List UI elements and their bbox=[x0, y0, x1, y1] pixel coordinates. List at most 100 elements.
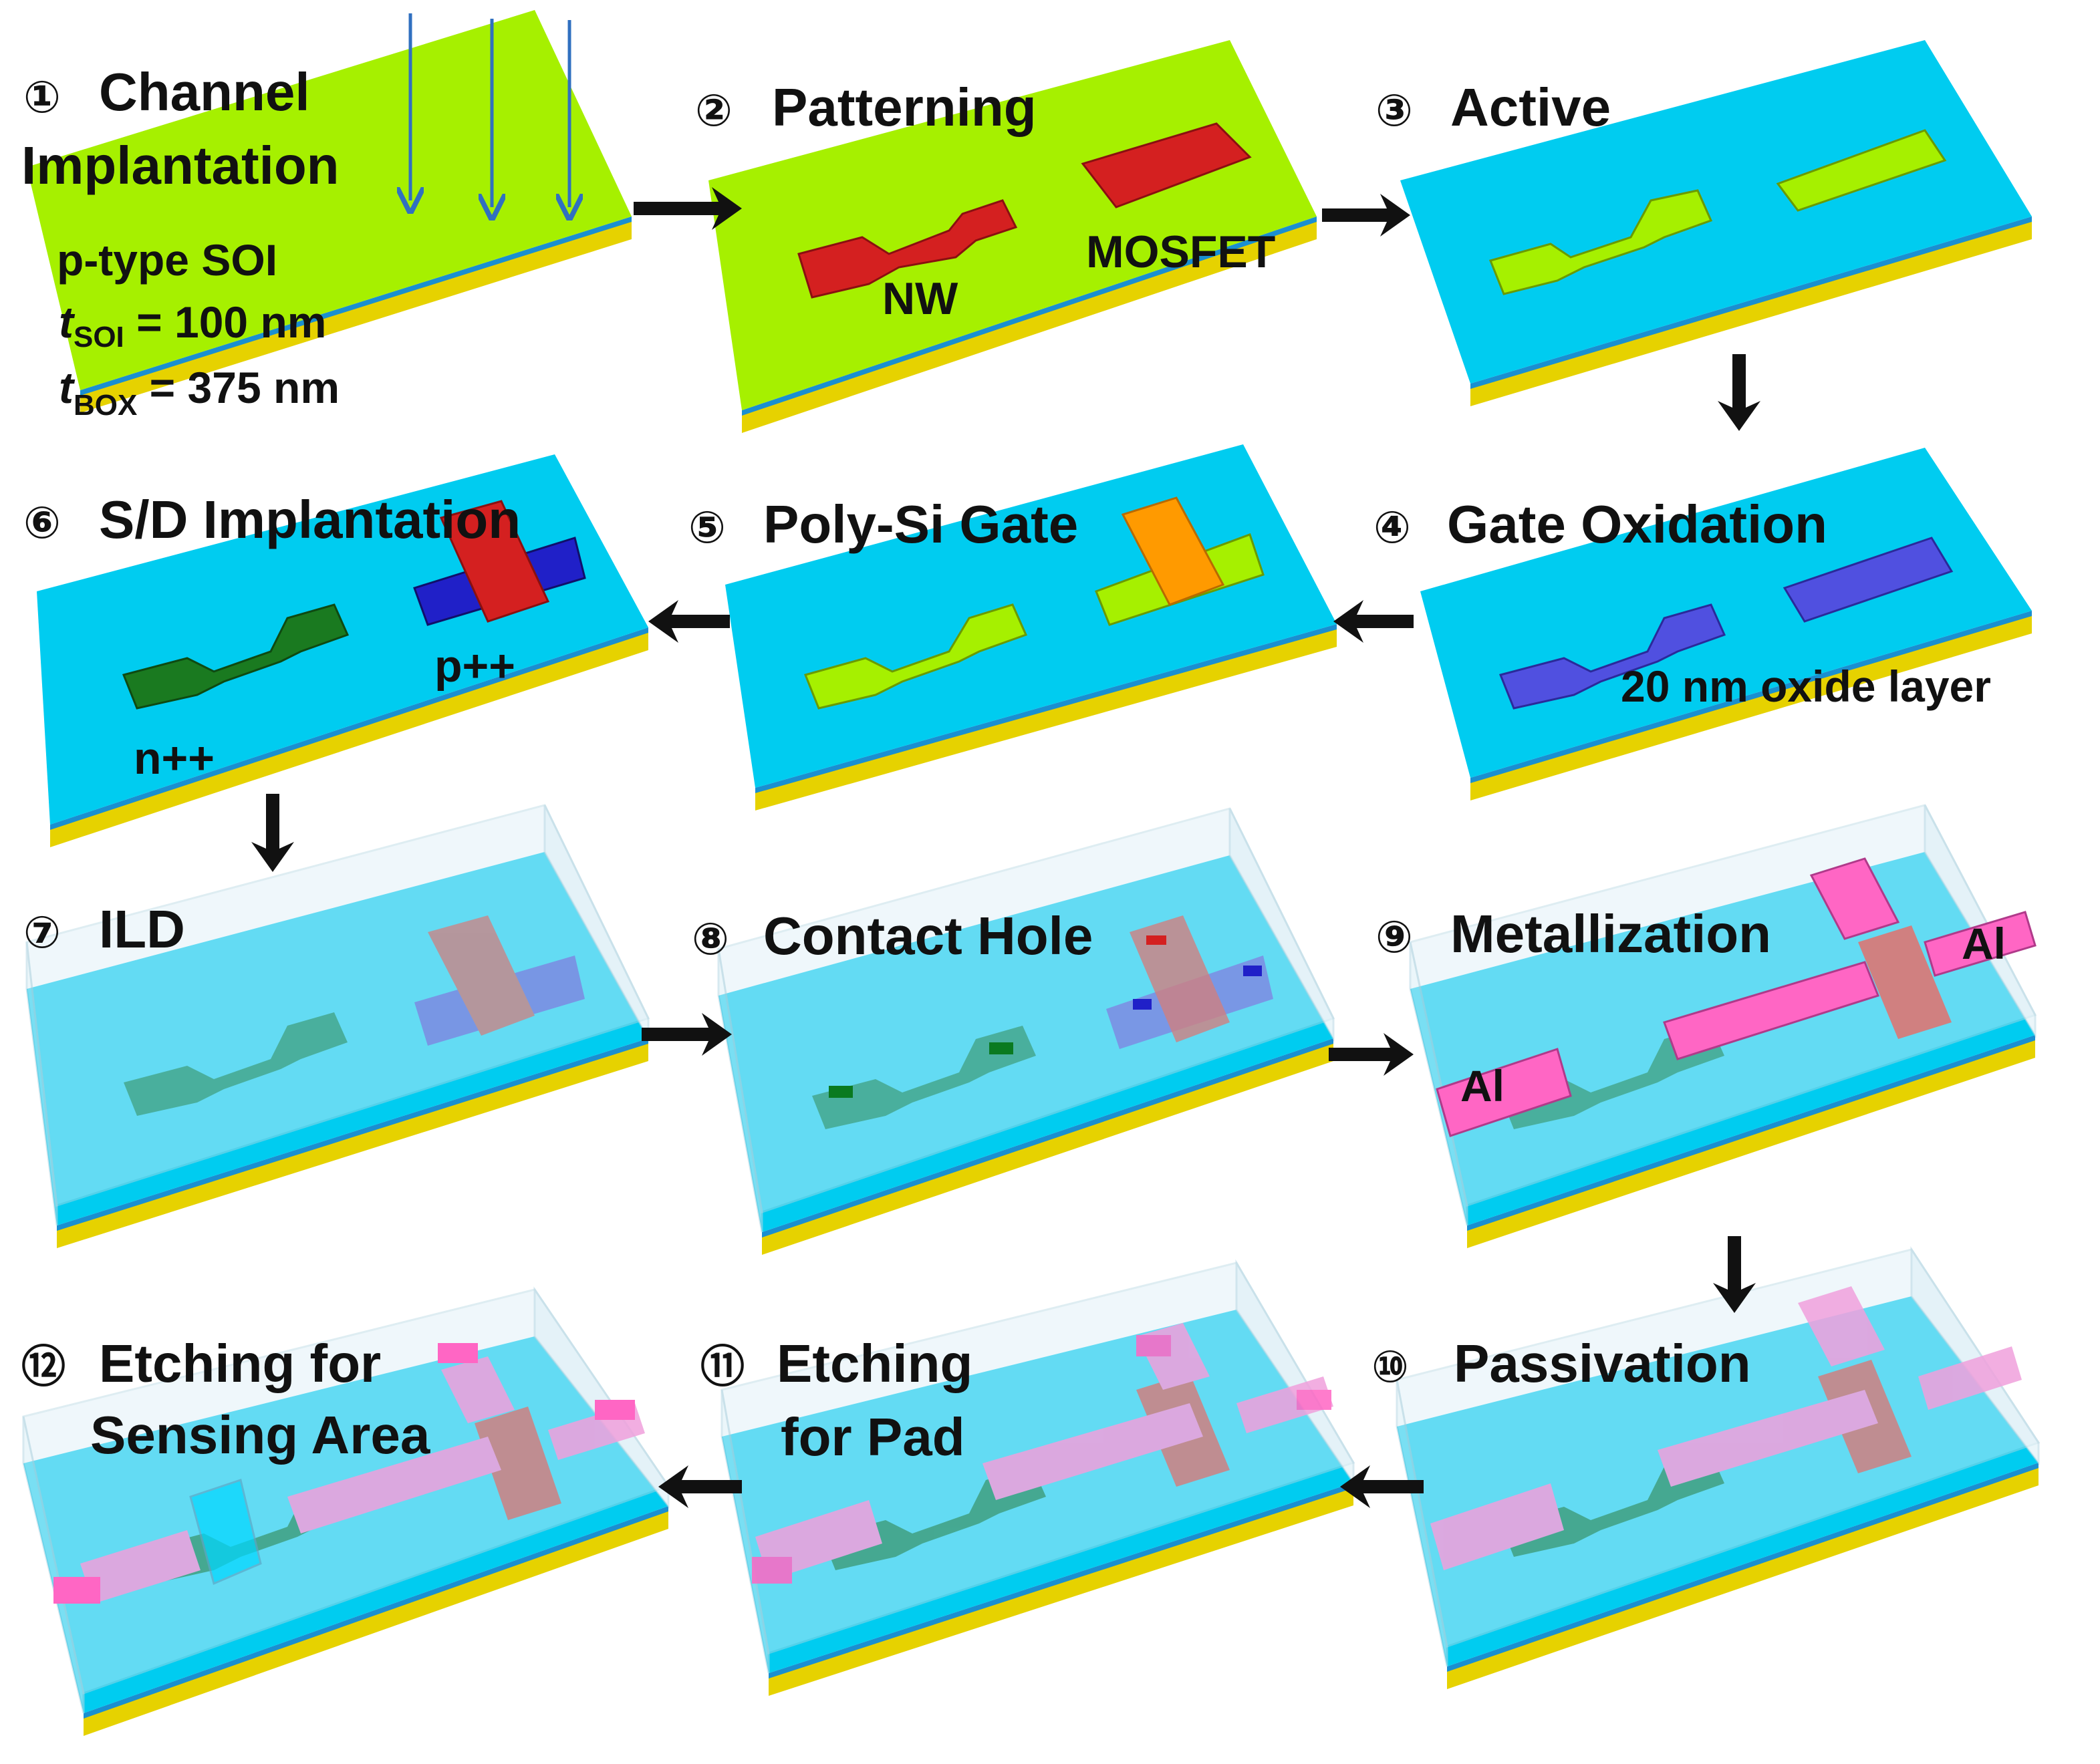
buried-oxide-layer bbox=[50, 627, 648, 830]
step-labels: ① Channel Implantation ② Patterning ③ Ac… bbox=[21, 62, 1827, 1467]
substrate-layer bbox=[755, 628, 1337, 811]
buried-oxide-layer bbox=[80, 216, 632, 396]
step-title: Contact Hole bbox=[763, 906, 1093, 966]
al-line-long bbox=[1663, 961, 1879, 1060]
mosfet-oxide bbox=[1783, 537, 1954, 623]
step-title: Passivation bbox=[1454, 1334, 1751, 1393]
poly-gate-doped bbox=[439, 500, 550, 623]
gate-under-ild bbox=[1858, 925, 1952, 1039]
step-number: ⑪ bbox=[700, 1342, 745, 1391]
nw-oxide bbox=[1498, 603, 1726, 710]
substrate-layer bbox=[80, 220, 632, 413]
nw-label: NW bbox=[882, 273, 958, 324]
sensing-window bbox=[189, 1479, 262, 1586]
stage9-metal bbox=[1436, 857, 2037, 1137]
nw-active bbox=[1488, 189, 1713, 295]
mosfet-label: MOSFET bbox=[1086, 227, 1275, 277]
t-soi-label: tSOI = 100 nm bbox=[59, 297, 326, 353]
gate-under-passivation bbox=[475, 1407, 561, 1520]
stage5-poly bbox=[803, 496, 1265, 710]
substrate-layer bbox=[1447, 1467, 2039, 1689]
step-number: ④ bbox=[1373, 502, 1411, 552]
step-number: ⑨ bbox=[1375, 912, 1413, 962]
flow-arrow-left bbox=[1340, 1465, 1424, 1508]
exposed-pad bbox=[1136, 1335, 1171, 1356]
ild-side-face bbox=[25, 941, 58, 1226]
nw-under-ild bbox=[1500, 1026, 1724, 1129]
substrate-layer bbox=[57, 1042, 648, 1248]
nw-n-doped bbox=[122, 603, 350, 710]
step-number: ⑩ bbox=[1371, 1342, 1409, 1391]
stage11-pad-etch bbox=[752, 1323, 1333, 1584]
step-title: Channel bbox=[99, 62, 310, 122]
flow-arrows bbox=[251, 187, 1760, 1508]
stage12-sense-etch bbox=[53, 1343, 645, 1604]
step-title: Implantation bbox=[21, 136, 340, 195]
flow-arrow-down bbox=[1713, 1236, 1756, 1313]
substrate-layer bbox=[762, 1042, 1333, 1255]
stage10-passivation bbox=[1430, 1286, 2022, 1570]
al-line-vertical bbox=[1809, 857, 1900, 940]
metal-under-passivation bbox=[1430, 1483, 1564, 1570]
implantation-arrows bbox=[410, 13, 569, 207]
substrate-layer bbox=[50, 631, 648, 847]
annotations: p-type SOI tSOI = 100 nm tBOX = 375 nm N… bbox=[57, 227, 2006, 1111]
stage8-contacts bbox=[812, 915, 1273, 1129]
wafer-top-surface bbox=[27, 10, 632, 390]
exposed-pad bbox=[1297, 1390, 1331, 1410]
poly-gate bbox=[1121, 496, 1225, 606]
p-plus-label: p++ bbox=[434, 641, 515, 692]
nw-under-ild bbox=[124, 1012, 348, 1116]
buried-oxide-layer bbox=[1470, 216, 2032, 389]
exposed-pad bbox=[595, 1400, 635, 1420]
metal-under-passivation bbox=[80, 1530, 201, 1604]
step-title: Etching bbox=[777, 1334, 972, 1393]
exposed-pad bbox=[438, 1343, 478, 1363]
contact-hole bbox=[1133, 999, 1152, 1010]
substrate-layer bbox=[1467, 1039, 2035, 1248]
al-label: Al bbox=[1962, 919, 2006, 968]
substrate-layer bbox=[1470, 615, 2032, 800]
buried-oxide-layer bbox=[1467, 1035, 2035, 1231]
al-pad-right bbox=[1924, 911, 2037, 977]
flow-arrow-left bbox=[1333, 600, 1414, 643]
stage7-ild bbox=[124, 915, 585, 1116]
metal-under-passivation bbox=[441, 1356, 515, 1423]
step-number: ② bbox=[695, 86, 733, 135]
contact-hole bbox=[1146, 935, 1166, 945]
step-number: ⑧ bbox=[692, 914, 729, 964]
step-number: ⑦ bbox=[23, 907, 61, 957]
al-pad-left bbox=[1436, 1048, 1572, 1137]
flow-arrow-right bbox=[634, 187, 742, 230]
buried-oxide-layer bbox=[57, 1038, 648, 1231]
oxide-layer-label: 20 nm oxide layer bbox=[1621, 662, 1991, 711]
flow-arrow-right bbox=[1322, 194, 1410, 237]
al-label: Al bbox=[1460, 1061, 1504, 1111]
contact-hole bbox=[1243, 966, 1262, 976]
buried-oxide-layer bbox=[769, 1483, 1353, 1678]
flow-arrow-down bbox=[1718, 354, 1760, 431]
step-title: Active bbox=[1450, 78, 1611, 137]
buried-oxide-layer bbox=[1470, 611, 2032, 783]
buried-oxide-layer bbox=[84, 1506, 668, 1719]
flow-arrow-left bbox=[658, 1465, 742, 1508]
step-title: for Pad bbox=[781, 1407, 965, 1467]
nw-under-ild bbox=[812, 1026, 1036, 1129]
exposed-pad bbox=[53, 1577, 100, 1604]
buried-oxide-layer bbox=[742, 216, 1317, 416]
step-title: Etching for bbox=[99, 1334, 381, 1393]
substrate-layer bbox=[769, 1487, 1353, 1696]
step-number: ① bbox=[23, 72, 61, 122]
stage6-sd bbox=[122, 500, 586, 710]
exposed-pad bbox=[752, 1557, 792, 1584]
contact-hole bbox=[989, 1042, 1013, 1054]
gate-under-ild bbox=[428, 915, 535, 1036]
n-plus-label: n++ bbox=[134, 733, 215, 784]
step-title: Gate Oxidation bbox=[1447, 494, 1827, 554]
gate-under-ild bbox=[1130, 915, 1230, 1042]
flow-arrow-down bbox=[251, 794, 294, 872]
flow-arrow-left bbox=[648, 600, 730, 643]
step-title: S/D Implantation bbox=[99, 490, 521, 549]
step-number: ③ bbox=[1375, 86, 1413, 135]
